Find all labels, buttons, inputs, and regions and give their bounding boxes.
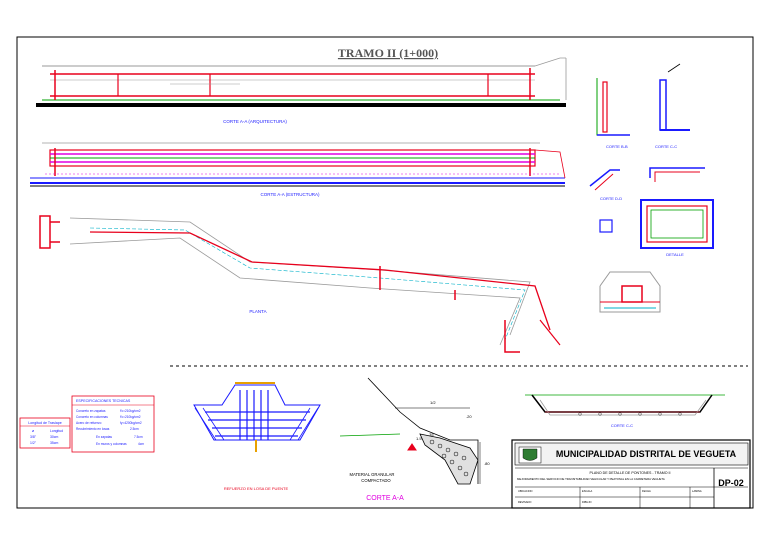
label-corte-estructura: CORTE A-A (ESTRUCTURA) [261, 192, 320, 197]
field-label: REVISADO [518, 500, 531, 504]
section-structure: CORTE A-A (ESTRUCTURA) [30, 142, 566, 197]
detail-corte-d: CORTE D-D [589, 169, 622, 201]
label-channel: CORTE C-C [611, 423, 633, 428]
specs-header: ESPECIFICACIONES TECNICAS [76, 399, 131, 403]
spec-value: f'c=210kg/cm2 [120, 415, 141, 419]
spec-label: Concreto en columnas [76, 415, 108, 419]
legend-cell: 1/2" [30, 441, 37, 445]
dim-label: 1/2 [430, 400, 436, 405]
sheet-code: DP-02 [718, 478, 744, 488]
spec-value: fy=4200kg/cm2 [120, 421, 142, 425]
spec-value: 4cm [138, 442, 144, 446]
spec-label: En muros y columnas [96, 442, 127, 446]
label-corte-arquitectura: CORTE A-A (ARQUITECTURA) [223, 119, 287, 124]
organization-name: MUNICIPALIDAD DISTRITAL DE VEGUETA [556, 449, 737, 459]
spec-label: En zapatas [96, 435, 112, 439]
label-corte-c: CORTE C-C [655, 144, 677, 149]
section-a-a-detail: 1/2 1.5 .35 .80 .20 MATERIAL GRANULAR CO… [339, 377, 490, 502]
detail-box-section: DETALLE [640, 199, 714, 257]
spec-value: 7.5cm [134, 435, 143, 439]
legend-cell: ø [32, 429, 34, 433]
detail-culvert [599, 271, 661, 313]
label-corte-a-a: CORTE A-A [366, 495, 404, 502]
spec-label: Concreto en zapatas [76, 409, 106, 413]
detail-bar-schedule [649, 167, 705, 182]
field-label: ESCALA [582, 489, 593, 493]
dim-label: .80 [484, 461, 490, 466]
label-corte-d: CORTE D-D [600, 196, 622, 201]
dim-label: 1.5 [416, 436, 422, 441]
field-label: FECHA [642, 489, 651, 493]
label-corte-b: CORTE B-B [606, 144, 628, 149]
field-label: UBICACION [518, 489, 533, 493]
label-compactado: COMPACTADO [361, 478, 391, 483]
legend-cell: Longitud [50, 429, 63, 433]
channel-section: CORTE C-C [525, 394, 725, 428]
specs-table: ESPECIFICACIONES TECNICAS Concreto en za… [71, 395, 155, 453]
field-label: DIBUJO [582, 500, 592, 504]
project-description: MEJORAMIENTO DEL SERVICIO DE TRANSITABIL… [517, 477, 665, 481]
shield-icon [522, 448, 538, 461]
sheet-frame [16, 36, 754, 509]
legend-cell: 35cm [50, 441, 58, 445]
field-label: LAMINA [692, 489, 702, 493]
title-block: MUNICIPALIDAD DISTRITAL DE VEGUETA PLANO… [511, 439, 751, 509]
detail-corte-c: CORTE C-C [655, 63, 690, 149]
label-detalle: DETALLE [666, 252, 684, 257]
legend-header: Longitud de Traslape [28, 421, 62, 425]
detail-small-box [599, 219, 613, 233]
dim-label: .35 [428, 432, 434, 437]
legend-cell: 30cm [50, 435, 58, 439]
section-architecture: CORTE A-A (ARQUITECTURA) [36, 57, 567, 124]
legend-table: Longitud de Traslape ø Longitud 3/8" 30c… [19, 417, 71, 449]
label-refuerzo-losa: REFUERZO EN LOSA DE PUENTE [224, 486, 289, 491]
label-planta: PLANTA [249, 309, 266, 314]
spec-value: f'c=210kg/cm2 [120, 409, 141, 413]
spec-value: 2.5cm [130, 427, 139, 431]
plan-title: PLANO DE DETALLE DE PONTONES - TRAMO II [589, 471, 670, 475]
slab-reinforcement-detail: REFUERZO EN LOSA DE PUENTE [193, 382, 321, 491]
drawing-title: TRAMO II (1+000) [338, 46, 438, 60]
label-material-granular: MATERIAL GRANULAR [350, 472, 395, 477]
detail-corte-b: CORTE B-B [596, 78, 630, 149]
plan-view: PLANTA [39, 215, 561, 353]
dim-label: .20 [466, 414, 472, 419]
spec-label: Recubrimiento en losas [76, 427, 110, 431]
spec-label: Acero de refuerzo [76, 421, 102, 425]
legend-cell: 3/8" [30, 435, 37, 439]
